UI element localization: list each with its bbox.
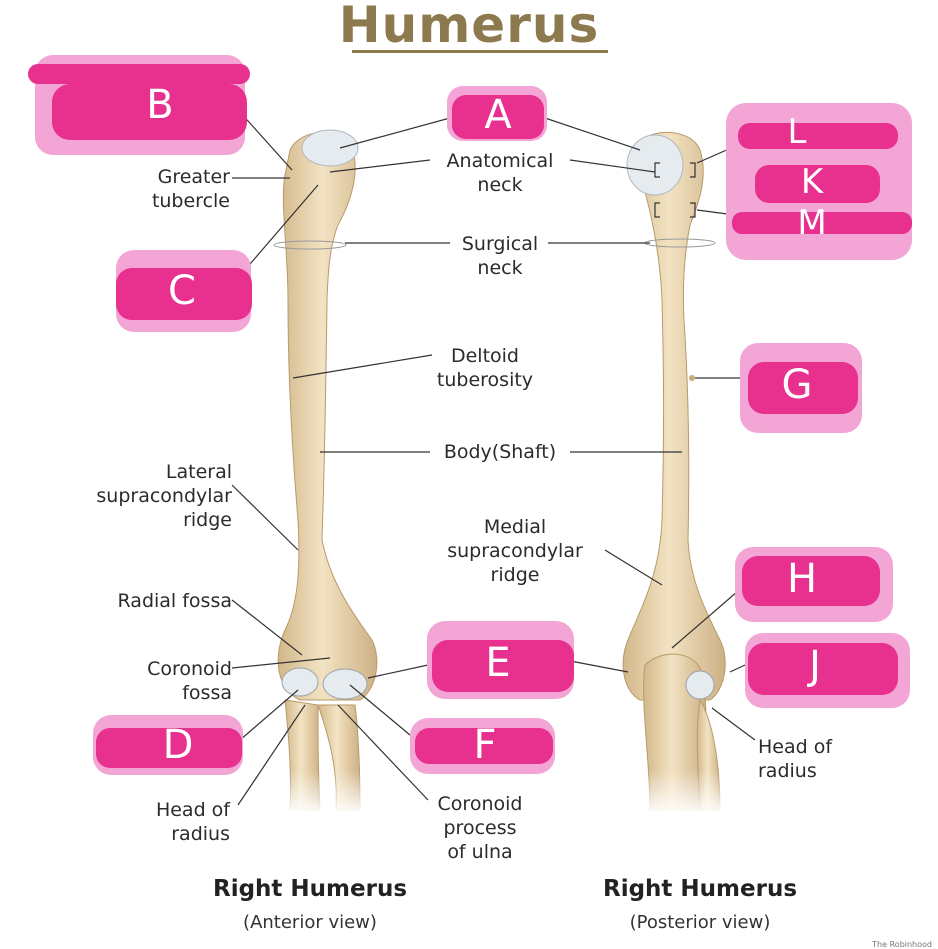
scribble-g <box>748 362 858 414</box>
leader-f <box>349 684 411 736</box>
tag-c: C <box>168 268 196 314</box>
tag-a: A <box>484 92 512 138</box>
leader-anatomical-left <box>329 159 431 173</box>
left-humeral-head <box>301 129 359 167</box>
scribble-b-2 <box>52 84 247 140</box>
left-humerus <box>273 129 378 811</box>
left-surgical-neck-ring <box>273 240 347 250</box>
label-body-shaft: Body(Shaft) <box>443 441 557 463</box>
tag-k: K <box>800 162 824 202</box>
scribble-m <box>732 212 912 234</box>
bracket-m-left <box>654 202 660 218</box>
left-humerus-shaft <box>277 131 378 701</box>
scribble-j <box>748 643 898 695</box>
scribble-d <box>96 728 242 768</box>
tag-m: M <box>797 203 827 243</box>
tag-g: G <box>781 362 813 408</box>
caption-right-title: Right Humerus <box>602 876 798 902</box>
scribble-f <box>415 728 553 764</box>
tag-j: J <box>809 643 821 689</box>
bracket-m-right <box>690 202 696 218</box>
scribble-c <box>116 268 252 320</box>
tag-e: E <box>485 640 511 686</box>
leader-medial-ridge <box>604 549 663 586</box>
scribble-a <box>452 95 544 139</box>
leader-lateral-ridge <box>231 484 299 551</box>
caption-right-sub: (Posterior view) <box>629 912 771 933</box>
tag-f: F <box>473 722 497 768</box>
tag-h: H <box>786 556 818 602</box>
right-humerus-shaft <box>622 131 726 701</box>
leader-h <box>671 584 746 649</box>
leader-j <box>729 664 746 673</box>
leader-d <box>239 689 299 741</box>
bracket-k-right <box>690 162 696 178</box>
left-trochlea <box>322 668 368 700</box>
leader-a-left <box>339 117 451 149</box>
tag-d: D <box>162 722 194 768</box>
leader-deltoid <box>292 354 433 379</box>
scribble-k <box>755 165 880 203</box>
right-deltoid-spot <box>689 375 695 381</box>
leader-lines <box>231 111 756 806</box>
leader-head-radius-left <box>237 704 306 806</box>
scribble-e <box>432 640 574 692</box>
label-radial-fossa: Radial fossa <box>117 590 232 612</box>
right-trochlea <box>685 670 715 700</box>
leader-c <box>237 184 319 279</box>
leader-a-right <box>544 117 641 151</box>
title-underline <box>352 50 608 53</box>
bone-fade <box>260 770 760 815</box>
bracket-k-left <box>654 162 660 178</box>
leader-coronoid-fossa <box>231 657 331 669</box>
page-title: Humerus <box>338 0 600 54</box>
scribble-l <box>738 123 898 149</box>
caption-left-sub: (Anterior view) <box>243 912 377 933</box>
leader-anatomical-right <box>569 159 656 173</box>
right-humerus <box>622 131 726 811</box>
tag-b: B <box>146 82 174 128</box>
credit-text: The Robinhood <box>872 940 932 949</box>
tag-l: L <box>787 112 807 152</box>
leader-e-right <box>564 659 629 673</box>
scribble-b-1 <box>28 64 250 84</box>
leader-e-left <box>367 664 429 679</box>
scribble-h <box>742 556 880 606</box>
left-capitulum <box>281 667 319 697</box>
leader-radial-fossa <box>231 599 303 656</box>
scribbles <box>28 64 912 768</box>
leader-coronoid-process <box>337 704 429 801</box>
leader-head-radius-right <box>711 707 756 741</box>
caption-left-title: Right Humerus <box>212 876 408 902</box>
leader-b <box>239 111 293 171</box>
